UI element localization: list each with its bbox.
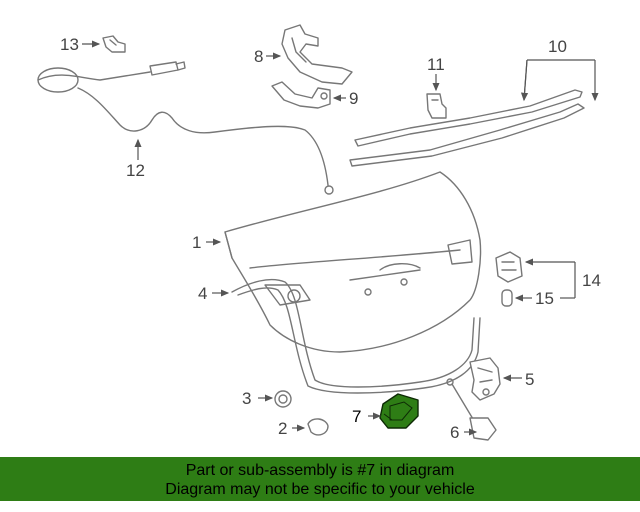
part-12-release-cable[interactable]: [37, 61, 334, 195]
part-1-trunk-lid[interactable]: [224, 171, 482, 353]
callout-13: 13: [60, 35, 79, 54]
info-banner: Part or sub-assembly is #7 in diagram Di…: [0, 457, 640, 501]
part-3-bumper[interactable]: [274, 390, 292, 408]
callout-5: 5: [525, 370, 534, 389]
part-4-seal[interactable]: [231, 278, 481, 394]
part-13-clip[interactable]: [102, 35, 126, 53]
part-15-clip[interactable]: [501, 289, 513, 307]
parts-diagram: 13 8 9 11 10 12 1 4 14 15 5 3 7 2 6: [37, 24, 640, 442]
callout-12: 12: [126, 161, 145, 180]
banner-line-1: Part or sub-assembly is #7 in diagram: [185, 462, 455, 479]
callout-14: 14: [582, 271, 601, 290]
part-11-clip[interactable]: [426, 93, 447, 119]
banner-line-2: Diagram may not be specific to your vehi…: [165, 481, 475, 498]
callout-10: 10: [548, 37, 567, 56]
callout-7: 7: [352, 407, 361, 426]
leader-lines: [82, 40, 595, 436]
part-7-switch-highlighted[interactable]: [379, 393, 419, 429]
callout-8: 8: [254, 47, 263, 66]
part-9-bracket[interactable]: [271, 81, 331, 109]
callout-6: 6: [450, 423, 459, 442]
callout-9: 9: [349, 89, 358, 108]
part-8-bracket[interactable]: [281, 24, 353, 85]
callout-1: 1: [192, 233, 201, 252]
callout-2: 2: [278, 419, 287, 438]
callout-11: 11: [427, 55, 445, 74]
callout-15: 15: [535, 289, 554, 308]
callout-3: 3: [242, 389, 251, 408]
part-2-cushion[interactable]: [307, 418, 329, 436]
part-14-latch[interactable]: [495, 251, 523, 283]
callout-4: 4: [198, 284, 207, 303]
part-10-weatherstrip[interactable]: [349, 89, 585, 167]
part-5-lock[interactable]: [469, 357, 501, 401]
